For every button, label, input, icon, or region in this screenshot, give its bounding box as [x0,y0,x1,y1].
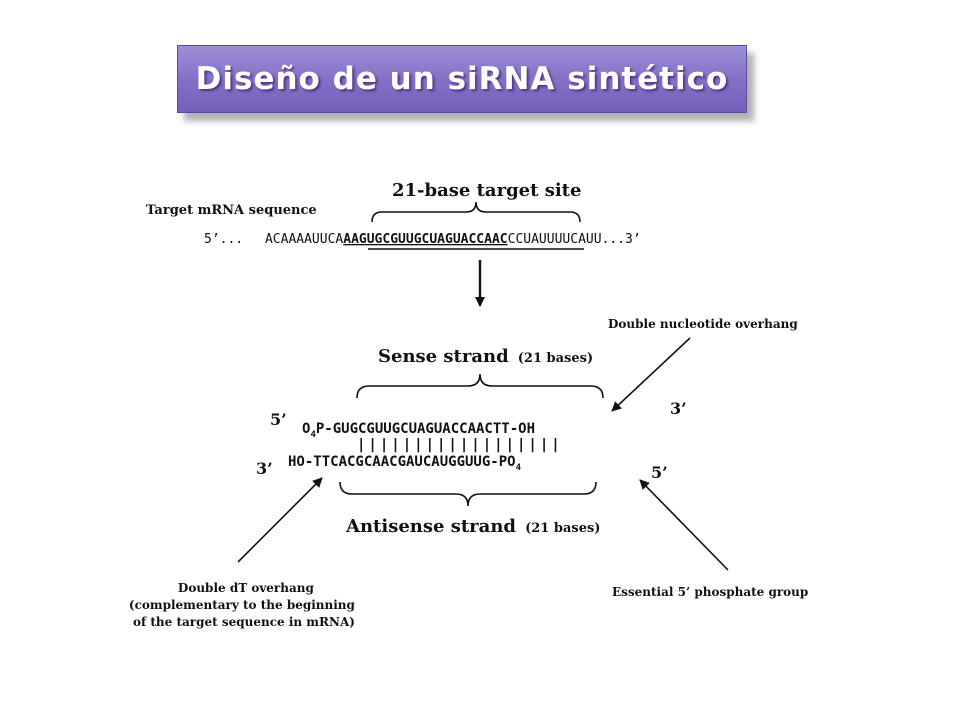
sense-phos-sub: 4 [310,430,316,440]
nucleotide-overhang-arrow [611,337,691,412]
dt-overhang-line-3: of the target sequence in mRNA) [133,615,355,629]
antisense-phos-sub: 4 [516,463,522,473]
sense-strand-brace [356,373,604,399]
target-site-seq: AAGUGCGUUGCUAGUACCAAC [343,232,507,247]
sense-phos-o: O [302,421,310,437]
antisense-strand-brace [339,481,597,507]
nucleotide-overhang-label: Double nucleotide overhang [608,317,798,331]
sense-5prime: 5’ [270,410,287,429]
phosphate-label: Essential 5’ phosphate group [612,585,808,599]
antisense-sequence: HO-TTCACGCAACGAUCAUGGUUG-PO4 [288,454,522,473]
base-pairing: |||||||||||||||||| [357,437,563,453]
antisense-strand-count: (21 bases) [525,521,600,536]
dt-overhang-label: Double dT overhang (complementary to the… [129,581,359,629]
target-after: CCUAUUUUCAUU...3’ [508,232,641,247]
target-prefix: 5’... [204,232,243,247]
sense-sequence: O4P-GUGCGUUGCUAGUACCAACTT-OH [302,421,535,440]
antisense-5prime: 5’ [651,463,668,482]
sense-strand-name: Sense strand [378,346,509,367]
target-mrna-label: Target mRNA sequence [146,203,317,218]
dt-overhang-line-1: Double dT overhang [178,581,315,595]
target-site-brace [371,201,581,223]
antisense-strand-name: Antisense strand [345,516,516,537]
sense-strand-label: Sense strand (21 bases) [378,346,593,367]
dt-overhang-arrow [237,477,323,563]
dt-overhang-line-2: (complementary to the beginning [129,598,356,612]
antisense-3prime: 3’ [256,459,273,478]
target-before: ACAAAAUUCA [265,232,343,247]
sense-3prime: 3’ [670,399,687,418]
antisense-strand-label: Antisense strand (21 bases) [345,516,600,537]
target-site-label: 21-base target site [392,180,581,201]
antisense-seq: HO-TTCACGCAACGAUCAUGGUUG-PO [288,454,516,470]
title-banner: Diseño de un siRNA sintético [177,45,747,113]
phosphate-arrow [639,479,729,571]
sense-seq: P-GUGCGUUGCUAGUACCAACTT-OH [316,421,535,437]
slide-title: Diseño de un siRNA sintético [195,61,729,97]
sense-strand-count: (21 bases) [518,351,593,366]
target-sequence: 5’... ACAAAAUUCAAAGUGCGUUGCUAGUACCAACCCU… [204,232,641,247]
